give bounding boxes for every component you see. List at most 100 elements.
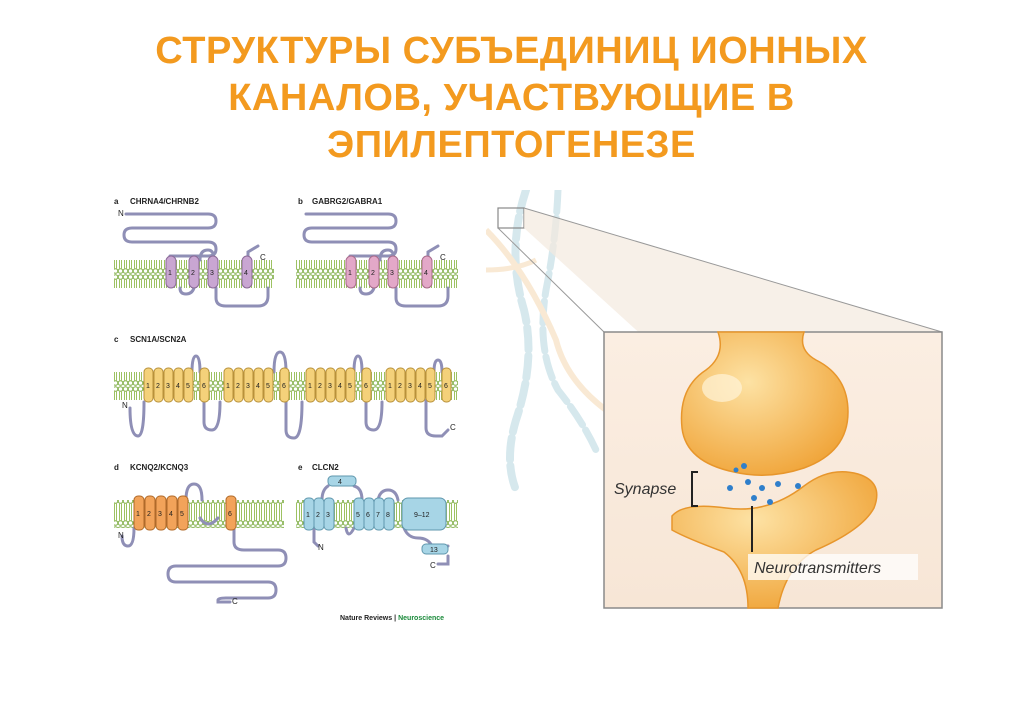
credit-separator: | — [394, 615, 396, 622]
panel-d: d KCNQ2/KCNQ3 N C 1 2 3 4 5 6 — [114, 463, 288, 606]
panel-d-helix-6 — [225, 495, 237, 531]
zoom-line-bottom — [497, 227, 605, 333]
panel-c-c-terminus: C — [450, 423, 456, 432]
panel-a-helix-1 — [165, 255, 177, 289]
panel-c-loops — [128, 350, 450, 440]
panel-d-name: KCNQ2/KCNQ3 — [130, 463, 189, 472]
panel-a-helix-3 — [207, 255, 219, 289]
panel-e-seg-3: 3 — [326, 512, 330, 519]
panel-c-d2-s3 — [243, 367, 254, 403]
neurotransmitter-dot — [741, 463, 747, 469]
panel-c-d4-l3: 3 — [408, 383, 412, 390]
panel-a-seg-4: 4 — [244, 270, 248, 277]
panel-b-seg-4: 4 — [424, 270, 428, 277]
panel-d-loops — [120, 482, 288, 604]
panel-c-n-terminus: N — [122, 401, 128, 410]
panel-a-n-loop — [122, 212, 218, 258]
panel-c-d3-s5 — [345, 367, 356, 403]
panel-c-d2-s6 — [279, 367, 290, 403]
panel-c-d4-l4: 4 — [418, 383, 422, 390]
panel-d-c-terminus: C — [232, 597, 238, 606]
panel-c-d4-l2: 2 — [398, 383, 402, 390]
synapse-illustration: Synapse Neurotransmitters — [486, 190, 943, 609]
panel-e-c-terminus: C — [430, 561, 436, 570]
panel-a-seg-3: 3 — [210, 270, 214, 277]
panel-c-d1-s3 — [163, 367, 174, 403]
neurotransmitter-molecules — [727, 463, 801, 505]
panel-b-helix-3 — [387, 255, 399, 289]
panel-d-seg-5: 5 — [180, 511, 184, 518]
panel-e-seg-5: 5 — [356, 512, 360, 519]
panel-a: a CHRNA4/CHRNB2 N C 1 2 3 4 — [114, 197, 274, 308]
panel-d-helix-4 — [166, 495, 178, 531]
panel-d-seg-4: 4 — [169, 511, 173, 518]
panel-c-d4-s1 — [385, 367, 396, 403]
panel-a-seg-1: 1 — [168, 270, 172, 277]
panel-d-seg-1: 1 — [136, 511, 140, 518]
panel-c-d2-s2 — [233, 367, 244, 403]
panel-d-letter: d — [114, 463, 119, 472]
panel-c-d3-s6 — [361, 367, 372, 403]
panel-c-d4-s6 — [441, 367, 452, 403]
panel-d-helices: 1 2 3 4 5 6 — [133, 495, 237, 531]
panel-b-c-terminus: C — [440, 253, 446, 262]
panel-e-n-terminus: N — [318, 543, 324, 552]
panel-a-helices: 1 2 3 4 — [165, 255, 253, 289]
panel-d-seg-2: 2 — [147, 511, 151, 518]
panel-c-d2-l5: 5 — [266, 383, 270, 390]
panel-e-seg-1: 1 — [306, 512, 310, 519]
panel-a-seg-2: 2 — [191, 270, 195, 277]
terminal-highlight — [702, 374, 742, 402]
panel-c-d4-l6: 6 — [444, 383, 448, 390]
panel-c-d3-l3: 3 — [328, 383, 332, 390]
neurotransmitter-dot — [727, 485, 733, 491]
panel-b-seg-2: 2 — [371, 270, 375, 277]
panel-c-d3-l1: 1 — [308, 383, 312, 390]
panel-c-d1-s6 — [199, 367, 210, 403]
panel-c-d2-l2: 2 — [236, 383, 240, 390]
panel-e: e CLCN2 N C 1 2 3 4 5 6 7 8 9–12 13 — [296, 463, 458, 570]
slide-title: СТРУКТУРЫ СУБЪЕДИНИЦ ИОННЫХ КАНАЛОВ, УЧА… — [40, 28, 983, 169]
panel-a-helix-2 — [188, 255, 200, 289]
panel-e-helices: 1 2 3 4 5 6 7 8 9–12 13 — [303, 475, 449, 555]
presynaptic-terminal — [680, 331, 849, 476]
title-line-1: СТРУКТУРЫ СУБЪЕДИНИЦ ИОННЫХ — [155, 30, 868, 72]
panel-c-d3-s3 — [325, 367, 336, 403]
neurotransmitter-dot — [759, 485, 765, 491]
panel-c-helices: 1 2 3 4 5 6 1 2 3 4 5 6 1 2 3 4 5 6 1 2 … — [143, 367, 452, 403]
panel-a-letter: a — [114, 197, 119, 206]
panel-c-d2-l4: 4 — [256, 383, 260, 390]
panel-c-d1-l6: 6 — [202, 383, 206, 390]
panel-e-seg-6: 6 — [366, 512, 370, 519]
svg-text:a: a — [114, 197, 119, 206]
panel-c-d3-l4: 4 — [338, 383, 342, 390]
neurotransmitter-dot — [733, 467, 739, 473]
panel-c-d4-s3 — [405, 367, 416, 403]
panel-a-c-terminus: C — [260, 253, 266, 262]
zoom-line-top — [523, 207, 943, 333]
panel-d-helix-1 — [133, 495, 145, 531]
panel-c-d4-s5 — [425, 367, 436, 403]
panel-e-seg-4: 4 — [338, 479, 342, 486]
neurotransmitter-dot — [751, 495, 757, 501]
panel-c-d1-s5 — [183, 367, 194, 403]
panel-c-d3-l6: 6 — [364, 383, 368, 390]
panel-c-d2-l1: 1 — [226, 383, 230, 390]
neurotransmitter-dot — [795, 483, 801, 489]
synapse-label: Synapse — [614, 481, 676, 498]
panel-b-name: GABRG2/GABRA1 — [312, 197, 383, 206]
panel-c: c SCN1A/SCN2A N C — [114, 335, 458, 440]
panel-e-helix-8 — [383, 497, 395, 531]
panel-c-d4-s4 — [415, 367, 426, 403]
credit-section: Neuroscience — [398, 615, 444, 622]
panel-a-n-terminus: N — [118, 209, 124, 218]
panel-b-n-loop — [302, 212, 398, 258]
panel-c-d1-s2 — [153, 367, 164, 403]
panel-e-letter: e — [298, 463, 303, 472]
panel-b-letter: b — [298, 197, 303, 206]
panel-e-helix-13 — [421, 543, 449, 555]
panel-a-helix-4 — [241, 255, 253, 289]
panel-c-d1-l4: 4 — [176, 383, 180, 390]
ion-channel-diagram: a CHRNA4/CHRNB2 N C 1 2 3 4 b GABRG2/GAB… — [114, 197, 458, 622]
panel-e-name: CLCN2 — [312, 463, 339, 472]
